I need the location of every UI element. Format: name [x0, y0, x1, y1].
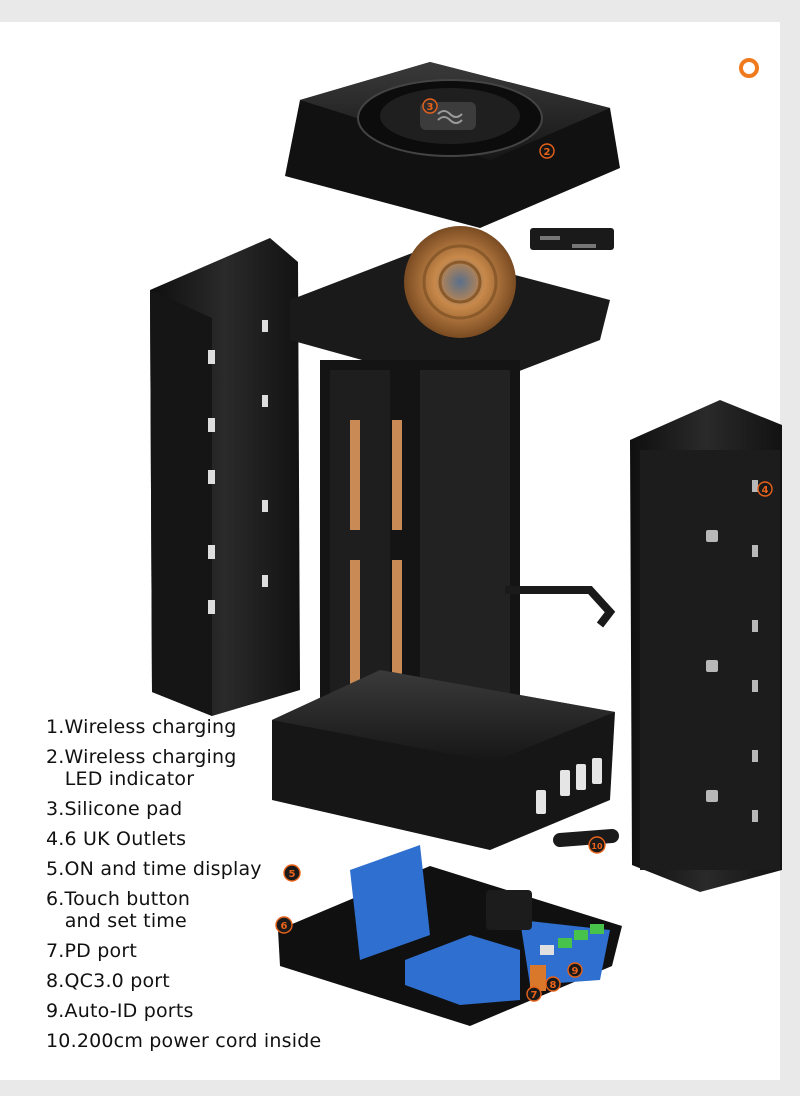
badge-4: 4: [757, 481, 773, 497]
inner-core: [290, 226, 616, 720]
svg-text:10: 10: [591, 842, 603, 851]
legend-item-3: 3.Silicone pad: [46, 798, 183, 820]
right-outlet-panel: [630, 400, 782, 892]
brand-ring-icon: [739, 58, 759, 78]
feature-legend: 1.Wireless charging 2.Wireless charging …: [46, 716, 321, 1060]
legend-item-1: 1.Wireless charging: [46, 716, 237, 738]
bottom-pcb-tray: [278, 829, 622, 1026]
base-housing: [272, 670, 615, 850]
legend-item-7: 7.PD port: [46, 940, 138, 962]
badge-6: 6: [275, 916, 293, 934]
svg-text:5: 5: [289, 869, 296, 880]
svg-text:7: 7: [531, 990, 538, 1001]
badge-2: 2: [539, 143, 555, 159]
top-cap: [285, 62, 620, 228]
left-outlet-panel: [150, 238, 300, 716]
legend-item-9: 9.Auto-ID ports: [46, 1000, 194, 1022]
svg-text:4: 4: [762, 485, 769, 496]
badge-10: 10: [588, 836, 606, 854]
badge-8: 8: [545, 976, 561, 992]
badge-7: 7: [526, 986, 542, 1002]
svg-text:8: 8: [550, 980, 557, 991]
svg-text:6: 6: [281, 921, 288, 932]
svg-text:3: 3: [427, 102, 434, 113]
legend-item-10: 10.200cm power cord inside: [46, 1030, 322, 1052]
svg-text:2: 2: [544, 147, 551, 158]
badge-5: 5: [283, 864, 301, 882]
legend-item-6: 6.Touch button and set time: [46, 888, 191, 932]
legend-item-4: 4.6 UK Outlets: [46, 828, 187, 850]
legend-item-8: 8.QC3.0 port: [46, 970, 170, 992]
badge-9: 9: [567, 962, 583, 978]
svg-text:9: 9: [572, 966, 579, 977]
legend-item-2: 2.Wireless charging LED indicator: [46, 746, 237, 790]
spring-clip: [530, 228, 614, 250]
legend-item-5: 5.ON and time display: [46, 858, 262, 880]
badge-3: 3: [422, 98, 438, 114]
